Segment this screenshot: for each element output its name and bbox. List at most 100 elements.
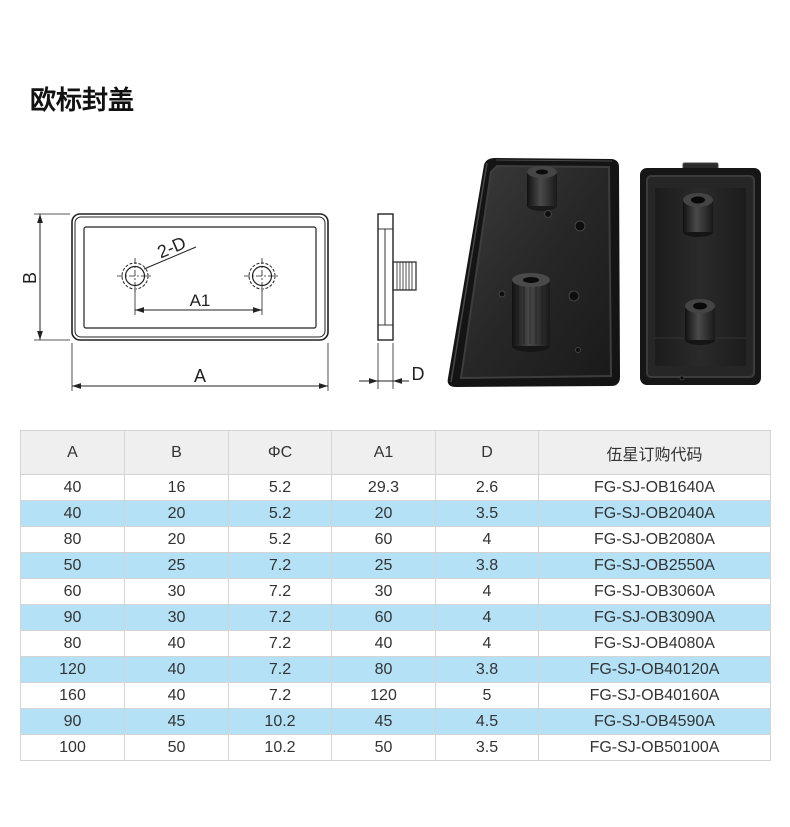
column-header-a: A [20, 430, 125, 475]
table-cell-order-code: FG-SJ-OB1640A [538, 474, 771, 501]
front-view-outline [71, 213, 329, 341]
end-cap-back-photo [640, 162, 761, 385]
table-cell-order-code: FG-SJ-OB2080A [538, 526, 771, 553]
height-label: B [20, 272, 40, 284]
table-cell-phi-c: 7.2 [228, 630, 332, 657]
table-cell-b: 50 [124, 734, 229, 761]
table-header-row: A B ΦC A1 D 伍星订购代码 [20, 430, 771, 475]
table-cell-phi-c: 7.2 [228, 578, 332, 605]
table-cell-a: 60 [20, 578, 125, 605]
table-cell-a1: 29.3 [331, 474, 436, 501]
table-cell-a1: 80 [331, 656, 436, 683]
hole-leader-line [143, 246, 197, 270]
table-cell-b: 40 [124, 656, 229, 683]
table-cell-phi-c: 5.2 [228, 474, 332, 501]
thickness-label: D [412, 364, 425, 384]
table-cell-d: 3.8 [435, 552, 539, 579]
column-header-phi-c: ΦC [228, 430, 332, 475]
table-cell-a: 90 [20, 708, 125, 735]
front-view-drawing: 2-D A1 B A [20, 213, 329, 391]
table-cell-b: 40 [124, 682, 229, 709]
table-cell-a1: 120 [331, 682, 436, 709]
table-cell-d: 4.5 [435, 708, 539, 735]
table-cell-d: 4 [435, 630, 539, 657]
table-cell-d: 2.6 [435, 474, 539, 501]
width-label: A [194, 366, 206, 386]
table-cell-a: 50 [20, 552, 125, 579]
side-view-post [392, 261, 417, 291]
table-cell-b: 30 [124, 604, 229, 631]
table-cell-order-code: FG-SJ-OB2040A [538, 500, 771, 527]
table-cell-d: 3.5 [435, 734, 539, 761]
table-cell-a1: 40 [331, 630, 436, 657]
table-cell-a1: 60 [331, 604, 436, 631]
table-cell-a1: 20 [331, 500, 436, 527]
end-cap-angled-photo [447, 158, 620, 387]
table-cell-phi-c: 7.2 [228, 682, 332, 709]
hole-right [244, 258, 280, 294]
table-cell-order-code: FG-SJ-OB2550A [538, 552, 771, 579]
table-cell-phi-c: 5.2 [228, 500, 332, 527]
table-cell-b: 25 [124, 552, 229, 579]
table-cell-order-code: FG-SJ-OB3090A [538, 604, 771, 631]
table-cell-order-code: FG-SJ-OB40120A [538, 656, 771, 683]
hole-left [117, 258, 153, 294]
table-cell-b: 16 [124, 474, 229, 501]
front-view-recess [83, 226, 317, 329]
table-cell-b: 20 [124, 500, 229, 527]
hole-spacing-label: A1 [190, 291, 211, 310]
table-cell-a1: 60 [331, 526, 436, 553]
table-cell-a: 40 [20, 474, 125, 501]
side-view-drawing: D [359, 213, 425, 389]
table-cell-d: 3.5 [435, 500, 539, 527]
table-cell-phi-c: 7.2 [228, 552, 332, 579]
table-cell-b: 45 [124, 708, 229, 735]
table-cell-d: 4 [435, 604, 539, 631]
product-figure: 2-D A1 B A [20, 158, 761, 391]
column-header-d: D [435, 430, 539, 475]
table-cell-d: 4 [435, 578, 539, 605]
table-cell-a: 80 [20, 526, 125, 553]
table-cell-phi-c: 7.2 [228, 604, 332, 631]
column-header-b: B [124, 430, 229, 475]
table-cell-order-code: FG-SJ-OB3060A [538, 578, 771, 605]
table-cell-a: 160 [20, 682, 125, 709]
table-cell-a: 120 [20, 656, 125, 683]
table-cell-d: 4 [435, 526, 539, 553]
table-cell-phi-c: 7.2 [228, 656, 332, 683]
table-cell-a1: 50 [331, 734, 436, 761]
table-cell-phi-c: 10.2 [228, 734, 332, 761]
table-cell-order-code: FG-SJ-OB4590A [538, 708, 771, 735]
table-cell-phi-c: 10.2 [228, 708, 332, 735]
table-cell-d: 3.8 [435, 656, 539, 683]
page-title: 欧标封盖 [30, 86, 135, 116]
column-header-a1: A1 [331, 430, 436, 475]
table-cell-a: 40 [20, 500, 125, 527]
table-cell-d: 5 [435, 682, 539, 709]
table-cell-a1: 30 [331, 578, 436, 605]
table-cell-b: 20 [124, 526, 229, 553]
table-cell-a: 100 [20, 734, 125, 761]
column-header-order-code: 伍星订购代码 [538, 430, 771, 475]
table-cell-order-code: FG-SJ-OB40160A [538, 682, 771, 709]
front-view-rim [74, 216, 326, 338]
table-cell-order-code: FG-SJ-OB4080A [538, 630, 771, 657]
table-cell-a1: 25 [331, 552, 436, 579]
table-cell-a: 80 [20, 630, 125, 657]
table-cell-a1: 45 [331, 708, 436, 735]
side-view-plate [377, 213, 394, 341]
table-cell-phi-c: 5.2 [228, 526, 332, 553]
table-cell-b: 30 [124, 578, 229, 605]
